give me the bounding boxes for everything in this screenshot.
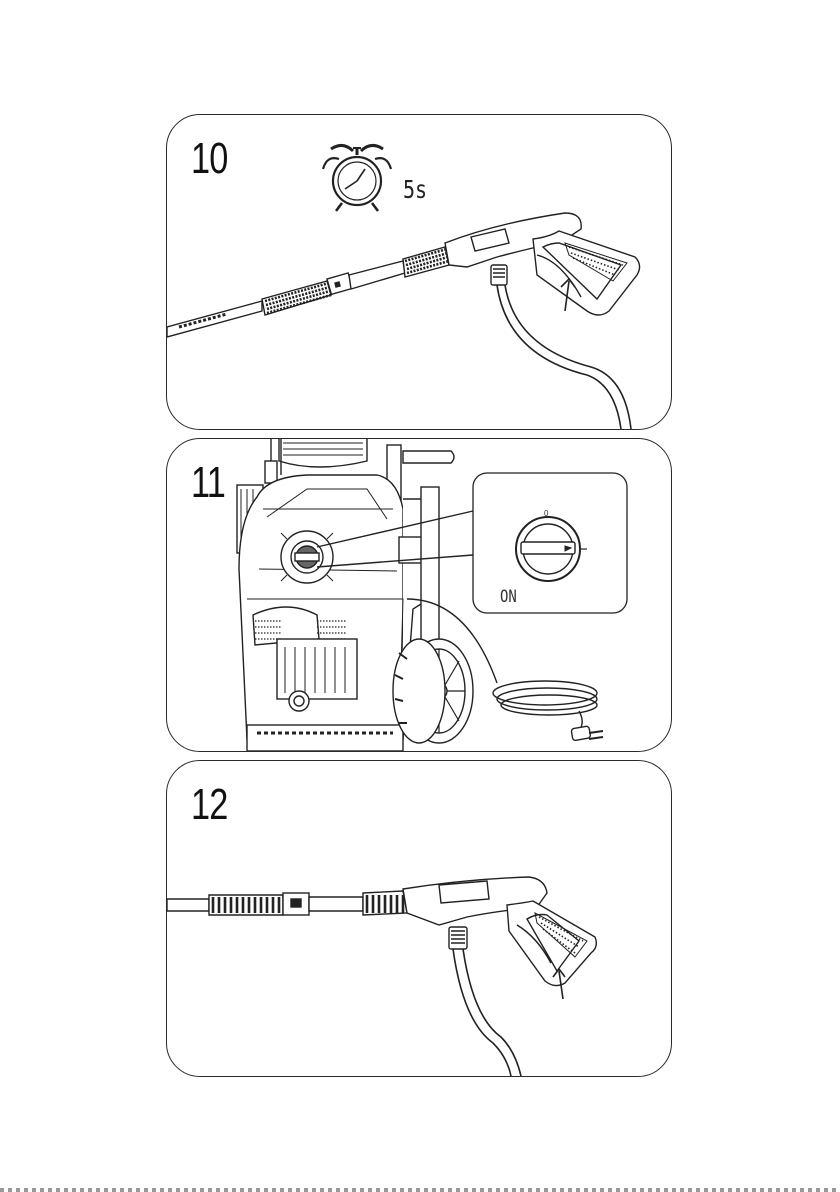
page-border [0,1188,840,1192]
pressure-washer-illustration [167,439,671,751]
spray-gun-illustration [167,115,671,429]
step-10-panel: 10 5s [166,114,672,430]
spray-gun-illustration [167,761,671,1076]
step-11-panel: 11 [166,438,672,752]
switch-on-label: ON [500,587,517,607]
step-12-panel: 12 [166,760,672,1077]
switch-mark-off: 0 [544,509,548,518]
